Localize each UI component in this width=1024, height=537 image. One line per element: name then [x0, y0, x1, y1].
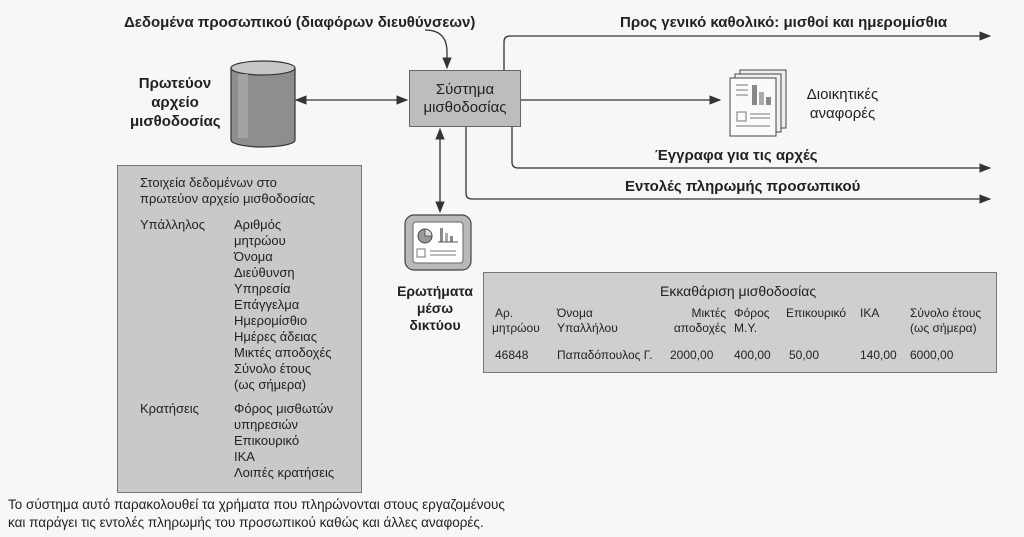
- cell-income-tax: 400,00: [734, 348, 771, 362]
- field-item: Μικτές αποδοχές: [234, 345, 332, 360]
- authority-docs-label: Έγγραφα για τις αρχές: [655, 147, 818, 164]
- employee-fields-list: Αριθμός μητρώου Όνομα Διεύθυνση Υπηρεσία…: [234, 217, 332, 393]
- field-item: Όνομα: [234, 249, 273, 264]
- header-gross-pay: Μικτές αποδοχές: [673, 306, 726, 335]
- field-item: υπηρεσιών: [234, 417, 299, 432]
- payroll-clearance-panel: Εκκαθάριση μισθοδοσίας Αρ. μητρώου Όνομα…: [483, 272, 997, 373]
- cell-employee-number: 46848: [495, 348, 529, 362]
- field-item: Υπηρεσία: [234, 281, 291, 296]
- employee-group-label: Υπάλληλος: [140, 217, 205, 232]
- input-arrow: [424, 29, 452, 70]
- reports-document-icon: [729, 69, 787, 137]
- field-item: Ημερομίσθιο: [234, 313, 308, 328]
- header-employee-name: Όνομα Υπαλλήλου: [557, 306, 618, 335]
- field-item: Επικουρικό: [234, 433, 300, 448]
- authority-arrow: [511, 127, 992, 173]
- field-item: μητρώου: [234, 233, 286, 248]
- field-item: Επάγγελμα: [234, 297, 300, 312]
- cell-year-total: 6000,00: [910, 348, 954, 362]
- ledger-arrow: [503, 31, 992, 70]
- master-panel-title: Στοιχεία δεδομένων στο πρωτεύον αρχείο μ…: [140, 175, 315, 206]
- field-item: Ημέρες άδειας: [234, 329, 317, 344]
- cell-employee-name: Παπαδόπουλος Γ.: [557, 348, 653, 362]
- cell-gross-pay: 2000,00: [670, 348, 714, 362]
- header-ika: ΙΚΑ: [860, 306, 880, 320]
- payment-orders-label: Εντολές πληρωμής προσωπικού: [625, 178, 861, 195]
- deduction-fields-list: Φόρος μισθωτών υπηρεσιών Επικουρικό ΙΚΑ …: [234, 401, 334, 481]
- general-ledger-label: Προς γενικό καθολικό: μισθοί και ημερομί…: [620, 14, 948, 31]
- payroll-table-title: Εκκαθάριση μισθοδοσίας: [660, 283, 817, 299]
- payment-arrow: [465, 127, 992, 204]
- reports-label: Διοικητικές αναφορές: [806, 86, 879, 122]
- field-item: Σύνολο έτους: [234, 361, 312, 376]
- field-item: Λοιπές κρατήσεις: [234, 465, 335, 480]
- field-item: Διεύθυνση: [234, 265, 295, 280]
- payroll-system-box: Σύστημα μισθοδοσίας: [409, 70, 521, 127]
- field-item: Φόρος μισθωτών: [234, 401, 334, 416]
- figure-caption: Το σύστημα αυτό παρακολουθεί τα χρήματα …: [8, 497, 505, 530]
- master-file-label: Πρωτεύον αρχείο μισθοδοσίας: [130, 75, 221, 130]
- field-item: (ως σήμερα): [234, 377, 307, 392]
- field-item: ΙΚΑ: [234, 449, 255, 464]
- header-income-tax: Φόρος Μ.Υ.: [734, 306, 770, 335]
- cell-ika: 140,00: [860, 348, 897, 362]
- database-icon: [230, 60, 296, 148]
- header-year-total: Σύνολο έτους (ως σήμερα): [910, 306, 982, 335]
- header-employee-number: Αρ. μητρώου: [492, 306, 540, 335]
- personnel-data-label: Δεδομένα προσωπικού (διαφόρων διευθύνσεω…: [124, 14, 476, 31]
- field-item: Αριθμός: [234, 217, 282, 232]
- network-queries-label: Ερωτήματα μέσω δικτύου: [397, 283, 473, 333]
- master-file-fields-panel: Στοιχεία δεδομένων στο πρωτεύον αρχείο μ…: [117, 165, 362, 493]
- network-query-icon: [404, 214, 472, 271]
- header-supplementary: Επικουρικό: [786, 306, 847, 320]
- deductions-group-label: Κρατήσεις: [140, 401, 199, 416]
- cell-supplementary: 50,00: [789, 348, 820, 362]
